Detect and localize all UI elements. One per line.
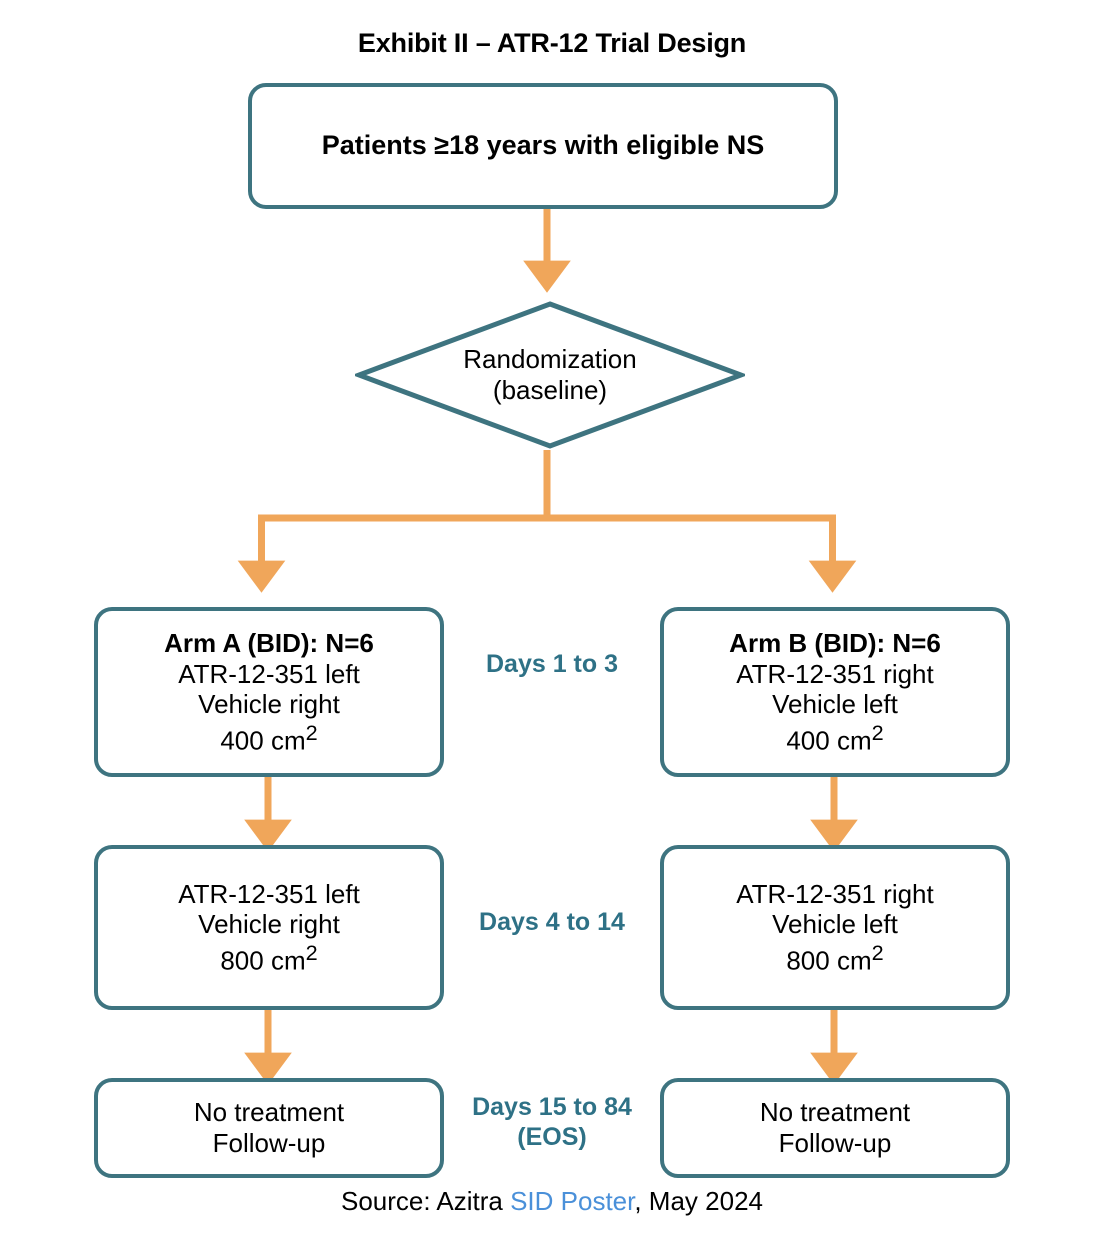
period-label-3-line-1: Days 15 to 84 <box>472 1093 632 1121</box>
node-arm-a-phase2-area: 800 cm <box>220 945 306 976</box>
source-prefix: Source: Azitra <box>341 1186 511 1216</box>
node-randomization-line-1: Randomization <box>463 344 637 375</box>
node-arm-a-phase3-line-1: No treatment <box>193 1097 345 1128</box>
node-arm-a-phase3-line-2: Follow-up <box>212 1128 326 1158</box>
node-arm-b-phase3-line-2: Follow-up <box>778 1128 892 1158</box>
node-arm-a-phase3[interactable]: No treatment Follow-up <box>94 1078 444 1178</box>
node-arm-a-phase1-line-2: ATR-12-351 left <box>178 658 360 689</box>
node-arm-a-phase1-line-1: Arm A (BID): N=6 <box>164 627 374 658</box>
node-arm-b-phase1-area: 400 cm <box>786 725 872 756</box>
connector-randomization-split <box>237 450 857 593</box>
period-label-3-line-2: (EOS) <box>517 1122 587 1151</box>
node-arm-b-phase1-line-3: Vehicle left <box>772 689 898 720</box>
source-suffix: , May 2024 <box>634 1186 763 1216</box>
node-enrollment[interactable]: Patients ≥18 years with eligible NS <box>248 83 838 209</box>
diamond-shape <box>351 301 749 449</box>
page-title: Exhibit II – ATR-12 Trial Design <box>357 28 747 58</box>
node-arm-b-phase1[interactable]: Arm B (BID): N=6 ATR-12-351 right Vehicl… <box>660 607 1010 777</box>
node-arm-b-phase1-line-1: Arm B (BID): N=6 <box>729 627 941 658</box>
source-line: Source: Azitra SID Poster, May 2024 <box>0 1186 1104 1217</box>
node-arm-b-phase2-line-1: ATR-12-351 right <box>736 878 934 909</box>
period-label-2: Days 4 to 14 <box>444 908 660 938</box>
node-arm-b-phase1-line-2: ATR-12-351 right <box>736 658 934 689</box>
node-arm-b-phase2-area: 800 cm <box>786 945 872 976</box>
node-arm-b-phase1-line-4: 400 cm2 <box>786 720 883 756</box>
node-arm-b-phase3-line-1: No treatment <box>759 1097 911 1128</box>
node-arm-b-phase2-area-sup: 2 <box>871 940 884 965</box>
node-arm-a-phase1-area-sup: 2 <box>305 719 318 745</box>
period-label-1: Days 1 to 3 <box>444 650 660 680</box>
node-arm-b-phase2[interactable]: ATR-12-351 right Vehicle left 800 cm2 <box>660 845 1010 1010</box>
node-arm-b-phase3[interactable]: No treatment Follow-up <box>660 1078 1010 1178</box>
node-arm-b-phase2-line-2: Vehicle left <box>772 909 898 940</box>
node-arm-a-phase2-line-3: 800 cm2 <box>220 940 317 976</box>
node-arm-a-phase2[interactable]: ATR-12-351 left Vehicle right 800 cm2 <box>94 845 444 1010</box>
node-arm-a-phase1-area: 400 cm <box>220 725 306 756</box>
node-arm-a-phase2-area-sup: 2 <box>305 940 318 965</box>
period-label-1-line-1: Days 1 to 3 <box>485 650 618 678</box>
node-arm-a-phase1-line-4: 400 cm2 <box>220 720 317 756</box>
node-enrollment-line-1: Patients ≥18 years with eligible NS <box>321 130 765 161</box>
node-randomization-line-2: (baseline) <box>492 375 608 405</box>
node-arm-a-phase2-line-2: Vehicle right <box>198 909 340 940</box>
node-arm-b-phase2-line-3: 800 cm2 <box>786 940 883 976</box>
source-link[interactable]: SID Poster <box>510 1186 635 1216</box>
period-label-2-line-1: Days 4 to 14 <box>479 908 625 936</box>
node-arm-b-phase1-area-sup: 2 <box>871 719 884 745</box>
node-arm-a-phase1-line-3: Vehicle right <box>198 689 340 720</box>
node-randomization[interactable]: Randomization (baseline) <box>351 300 749 450</box>
node-arm-a-phase2-line-1: ATR-12-351 left <box>178 878 360 909</box>
period-label-3: Days 15 to 84 (EOS) <box>444 1093 660 1152</box>
node-arm-a-phase1[interactable]: Arm A (BID): N=6 ATR-12-351 left Vehicle… <box>94 607 444 777</box>
